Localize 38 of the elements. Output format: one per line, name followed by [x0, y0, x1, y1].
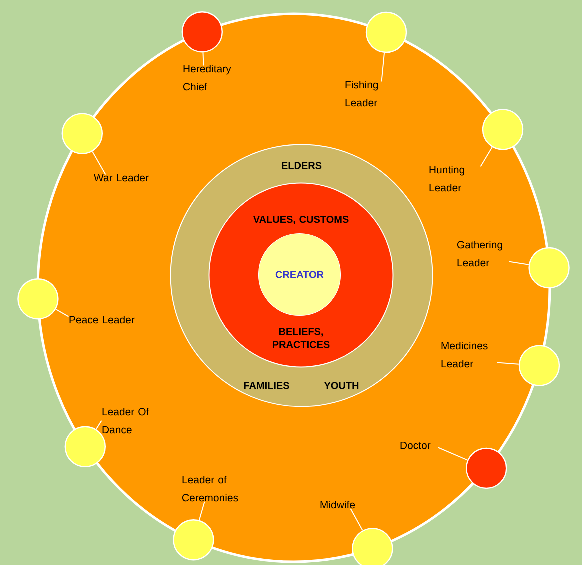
leader-line	[508, 261, 530, 266]
leader-line	[56, 308, 70, 318]
leader-line	[198, 501, 206, 521]
role-label: Doctor	[400, 442, 431, 450]
circle-marker	[173, 520, 214, 561]
circle-label: VALUES, CUSTOMS	[253, 216, 349, 225]
role-label: Hunting Leader	[430, 166, 464, 192]
circle-marker	[528, 247, 570, 289]
role-label: Leader Of Dance	[102, 408, 150, 434]
role-label: War Leader	[94, 174, 149, 182]
role-label: Fishing Leader	[346, 80, 378, 107]
center-label: CREATOR	[276, 271, 324, 278]
circle-marker	[352, 528, 394, 565]
leader-line	[438, 447, 468, 461]
role-label: Medicines Leader	[442, 342, 488, 368]
leader-line	[92, 151, 106, 176]
role-label: Gathering Leader	[457, 240, 502, 267]
circle-marker	[366, 12, 408, 54]
ring-label: ELDERS	[282, 162, 322, 170]
role-label: Peace Leader	[70, 316, 135, 324]
leader-line	[350, 508, 364, 532]
role-label: Leader of Ceremonies	[182, 476, 238, 502]
circle-marker	[466, 448, 508, 490]
leader-line	[381, 52, 386, 82]
circle-label: BELIEFS, PRACTICES	[273, 328, 330, 348]
ring-label: YOUTH	[324, 382, 359, 390]
leader-line	[496, 362, 520, 365]
circle-marker	[182, 12, 223, 53]
circle-marker	[518, 345, 560, 386]
role-label: Midwife	[320, 500, 356, 509]
circle-marker	[482, 109, 524, 150]
circle-marker	[62, 113, 103, 154]
ring-label: FAMILIES	[244, 382, 290, 390]
leader-line	[96, 420, 102, 430]
leader-line	[202, 52, 204, 66]
circle-marker	[18, 278, 59, 320]
role-label: Hereditary Chief	[183, 64, 232, 91]
leader-line	[480, 146, 493, 168]
